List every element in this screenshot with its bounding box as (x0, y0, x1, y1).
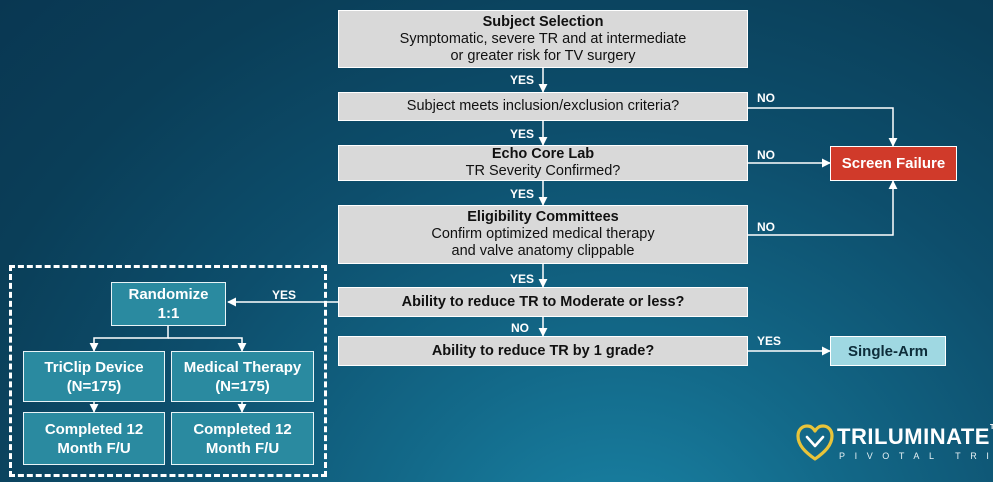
yes-label-randomize: YES (272, 288, 297, 302)
arrow-randomize-split-left (89, 326, 169, 352)
no-label-eligibility: NO (757, 220, 775, 234)
completed-b-line2: Month F/U (205, 439, 280, 457)
subject-selection-line1: Symptomatic, severe TR and at intermedia… (399, 30, 687, 47)
echo-core-lab-title: Echo Core Lab (491, 146, 595, 162)
triclip-line1: TriClip Device (44, 358, 144, 376)
triclip-device-box: TriClip Device (N=175) (23, 351, 165, 402)
arrow-inclusion-no (748, 107, 898, 147)
no-label-echo: NO (757, 148, 775, 162)
eligibility-committees-line2: and valve anatomy clippable (451, 243, 635, 259)
medical-line2: (N=175) (215, 377, 270, 395)
yes-label-single-arm: YES (757, 334, 782, 348)
reduce-moderate-text: Ability to reduce TR to Moderate or less… (401, 293, 685, 310)
randomized-arm-group (9, 265, 327, 477)
inclusion-criteria-box: Subject meets inclusion/exclusion criter… (338, 92, 748, 121)
logo-name-text: TRILUMINATE (837, 424, 990, 449)
screen-failure-box: Screen Failure (830, 146, 957, 181)
yes-label-2: YES (510, 127, 535, 141)
yes-label-4: YES (510, 272, 535, 286)
medical-line1: Medical Therapy (183, 358, 302, 376)
reduce-grade-box: Ability to reduce TR by 1 grade? (338, 336, 748, 366)
completed-a-line1: Completed 12 (44, 420, 144, 438)
inclusion-criteria-text: Subject meets inclusion/exclusion criter… (406, 98, 680, 114)
randomize-box: Randomize 1:1 (111, 282, 226, 326)
reduce-grade-text: Ability to reduce TR by 1 grade? (431, 342, 655, 359)
echo-core-lab-box: Echo Core Lab TR Severity Confirmed? (338, 145, 748, 181)
randomize-line2: 1:1 (157, 305, 180, 322)
completed-b-line1: Completed 12 (193, 420, 292, 438)
screen-failure-text: Screen Failure (841, 155, 946, 172)
no-label-moderate: NO (511, 321, 529, 335)
triluminate-logo: TRILUMINATETM PIVOTAL TRIAL (795, 422, 993, 468)
arrow-eligibility-no (748, 180, 898, 236)
subject-selection-line2: or greater risk for TV surgery (450, 47, 636, 64)
single-arm-box: Single-Arm (830, 336, 946, 366)
subject-selection-title: Subject Selection (482, 13, 604, 30)
triclip-line2: (N=175) (66, 377, 122, 395)
eligibility-committees-title: Eligibility Committees (467, 209, 619, 225)
reduce-moderate-box: Ability to reduce TR to Moderate or less… (338, 287, 748, 317)
arrow-randomize-split-right (168, 337, 247, 352)
logo-tm: TM (989, 424, 993, 431)
logo-name: TRILUMINATETM (837, 424, 993, 450)
completed-a-line2: Month F/U (57, 439, 131, 457)
completed-triclip-box: Completed 12 Month F/U (23, 412, 165, 465)
no-label-inclusion: NO (757, 91, 775, 105)
randomize-line1: Randomize (128, 286, 209, 303)
eligibility-committees-line1: Confirm optimized medical therapy (431, 226, 655, 242)
eligibility-committees-box: Eligibility Committees Confirm optimized… (338, 205, 748, 264)
heart-valve-logo-icon (796, 424, 834, 461)
subject-selection-box: Subject Selection Symptomatic, severe TR… (338, 10, 748, 68)
medical-therapy-box: Medical Therapy (N=175) (171, 351, 314, 402)
yes-label-1: YES (510, 73, 535, 87)
single-arm-text: Single-Arm (847, 342, 928, 360)
logo-subtitle: PIVOTAL TRIAL (839, 451, 993, 461)
echo-core-lab-line1: TR Severity Confirmed? (465, 163, 621, 179)
yes-label-3: YES (510, 187, 535, 201)
completed-medical-box: Completed 12 Month F/U (171, 412, 314, 465)
